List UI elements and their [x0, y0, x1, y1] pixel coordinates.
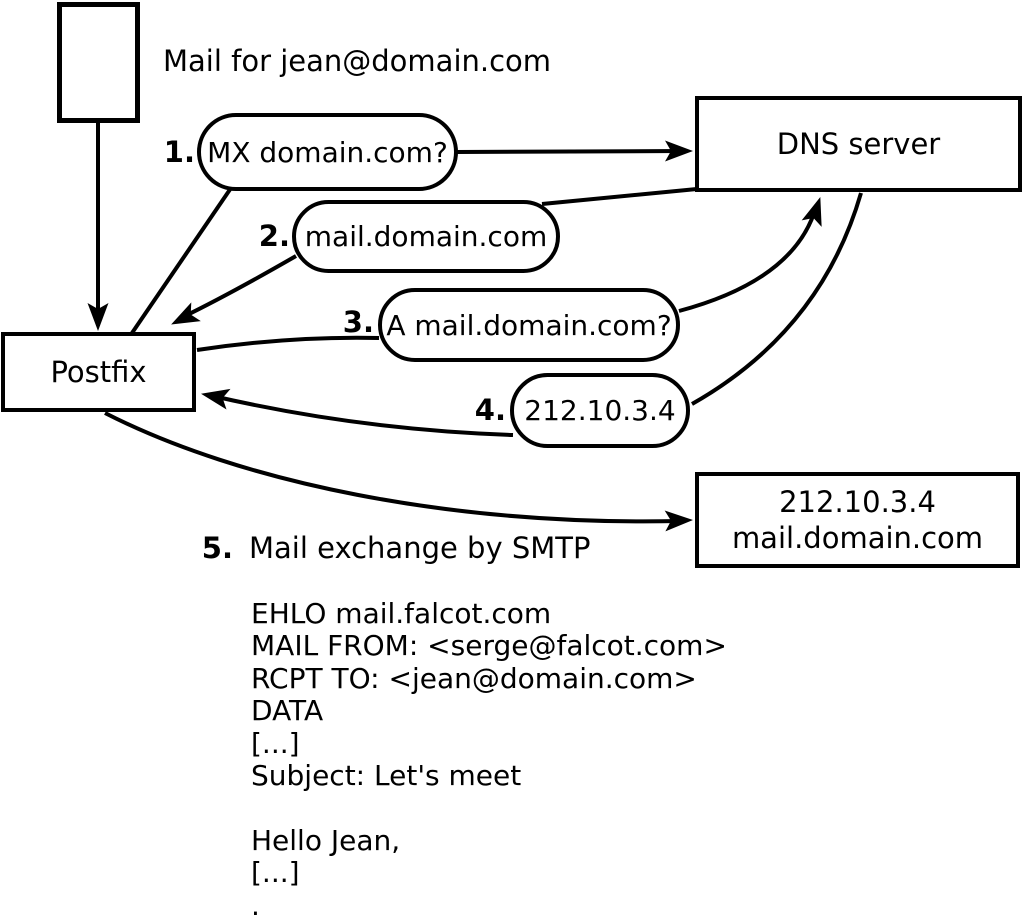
arrow-answer4-to-postfix — [212, 394, 514, 437]
query-pill-mx: MX domain.com? — [197, 113, 458, 191]
arrow-answer2-to-postfix — [182, 254, 297, 319]
step-5-number: 5. — [201, 531, 233, 565]
mail-server-hostname: mail.domain.com — [731, 521, 984, 555]
arrowhead-answer4-to-postfix — [201, 388, 231, 410]
mail-server-box: 212.10.3.4 mail.domain.com — [695, 472, 1020, 568]
step-1-number: 1. — [163, 135, 195, 169]
arrowhead-answer2-to-postfix — [171, 302, 201, 325]
arrowhead-query1-to-dns — [665, 140, 693, 162]
step-3-number: 3. — [342, 305, 374, 339]
arrow-query1-to-dns — [455, 149, 685, 154]
line-postfix-to-query3 — [196, 335, 380, 352]
query-pill-a-record: A mail.domain.com? — [378, 288, 680, 362]
query-pill-a-record-label: A mail.domain.com? — [386, 308, 672, 342]
arrow-query3-to-dns — [678, 206, 818, 313]
answer-pill-mailhost: mail.domain.com — [292, 200, 560, 273]
query-pill-mx-label: MX domain.com? — [207, 135, 448, 169]
client-message-box — [57, 2, 140, 123]
smtp-session-text: EHLO mail.falcot.com MAIL FROM: <serge@f… — [251, 597, 727, 919]
postfix-box: Postfix — [1, 332, 196, 412]
postfix-label: Postfix — [50, 354, 147, 389]
step-2-number: 2. — [258, 219, 290, 253]
arrowhead-postfix-to-mailserver — [664, 510, 693, 532]
dns-server-label: DNS server — [776, 126, 941, 161]
step-5-label: Mail exchange by SMTP — [249, 531, 591, 565]
arrow-postfix-to-mailserver — [104, 411, 681, 524]
line-postfix-to-query1 — [130, 186, 233, 335]
arrowhead-client-to-postfix — [87, 303, 109, 331]
line-dns-to-answer4 — [691, 192, 863, 406]
answer-pill-ip-label: 212.10.3.4 — [524, 394, 676, 427]
step-4-number: 4. — [474, 393, 506, 427]
intro-label: Mail for jean@domain.com — [163, 44, 552, 78]
answer-pill-mailhost-label: mail.domain.com — [304, 220, 548, 253]
line-dns-to-answer2 — [541, 187, 698, 206]
answer-pill-ip: 212.10.3.4 — [510, 373, 690, 448]
arrowhead-query3-to-dns — [801, 197, 822, 227]
mail-server-ip: 212.10.3.4 — [779, 485, 936, 519]
dns-server-box: DNS server — [695, 96, 1022, 192]
